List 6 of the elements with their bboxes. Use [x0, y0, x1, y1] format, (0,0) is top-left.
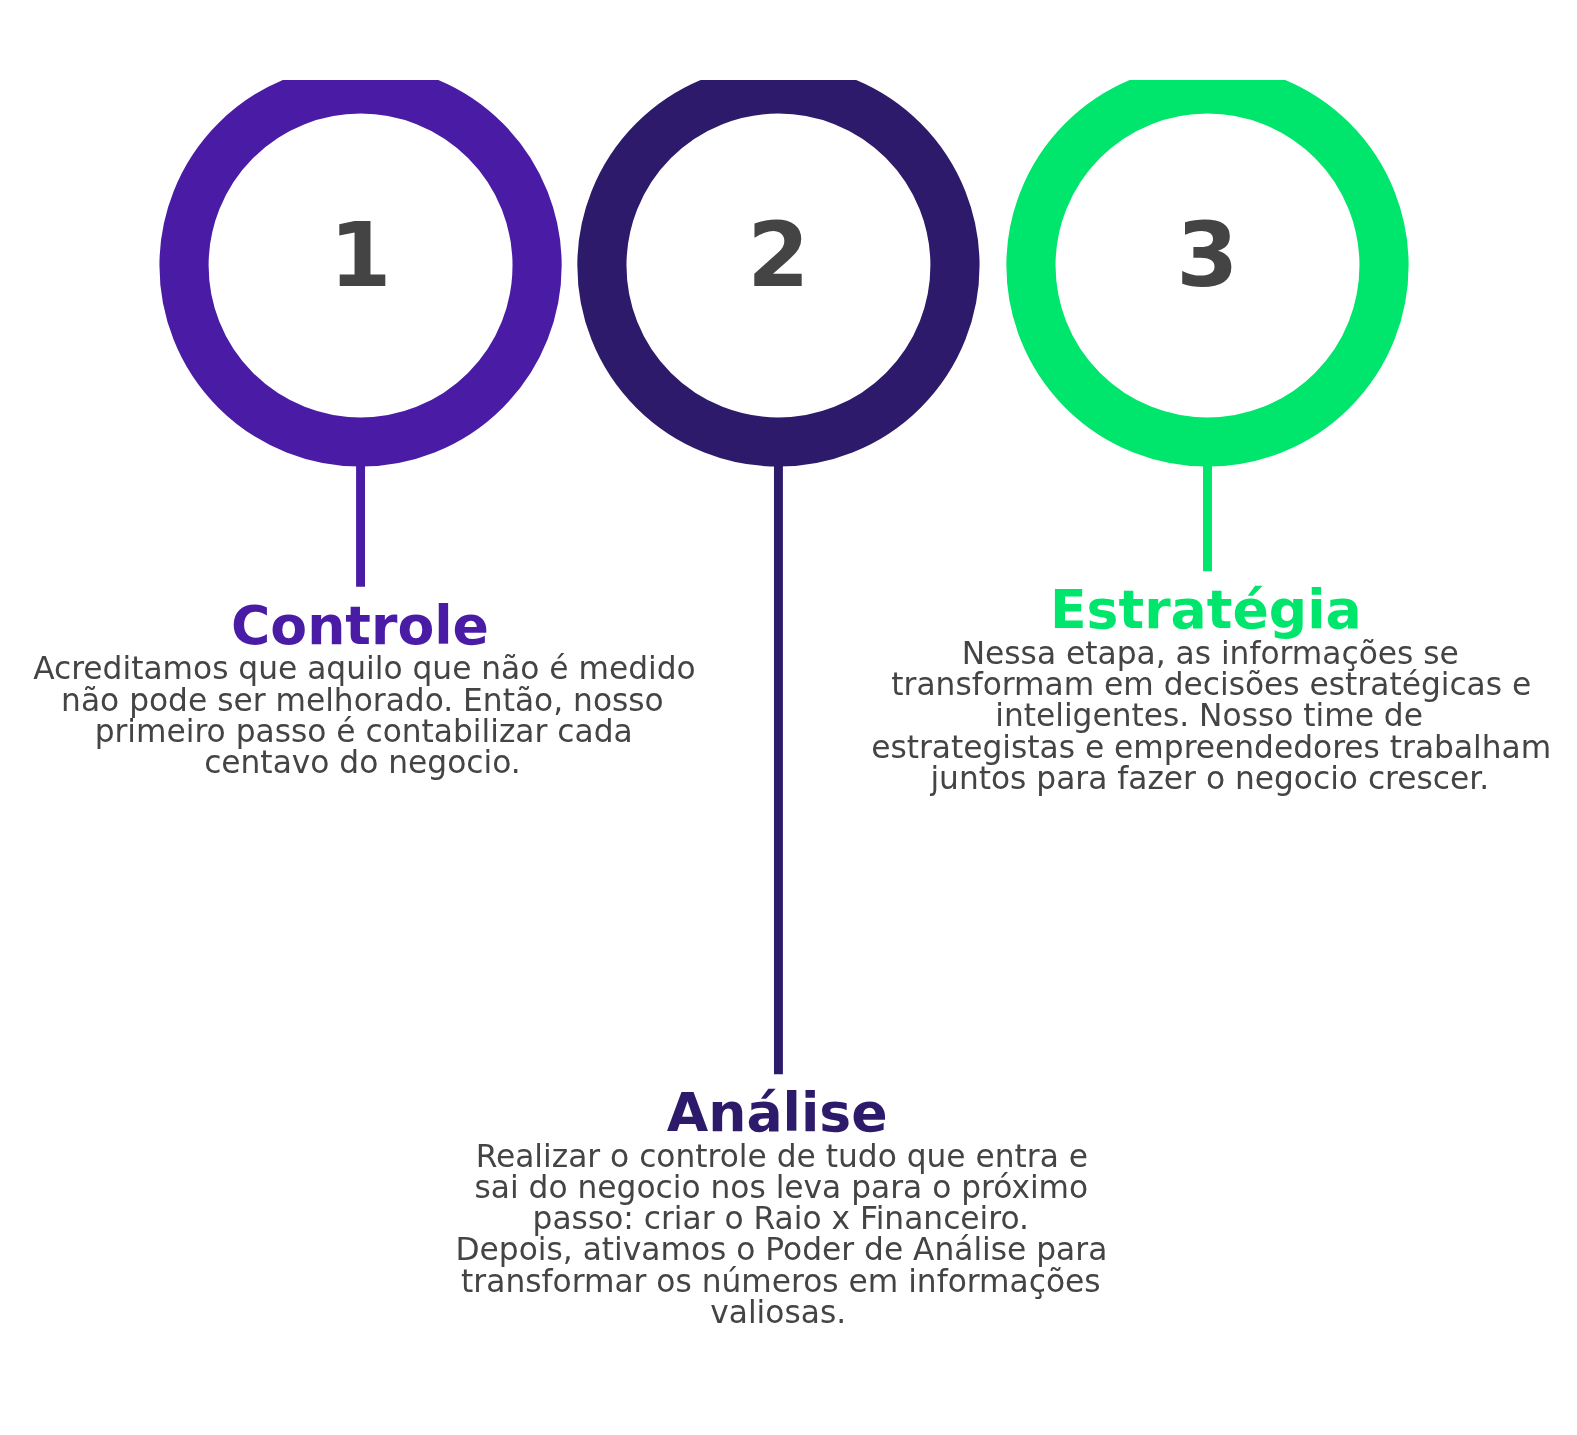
node-text: Estratégia Nessa etapa, as informações se transformam em decisões estratégicas e inteligentes. Nosso time de estrategistas e empreendedores trabalham juntos para fazer o negocio crescer. — [871, 577, 1552, 796]
node-text: Análise Realizar o controle de tudo que entra e sai do negocio nos leva para o próximo passo: criar o Raio x Financeiro. Depois, ativamos o Poder de Análise para transformar os números em informações valiosas. — [455, 1080, 1108, 1330]
node-text: Controle Acreditamos que aquilo que não é medido não pode ser melhorado. Então, nosso primeiro passo é contabilizar cada centavo do negocio. — [33, 593, 696, 780]
node-circle: 3 — [1006, 79, 1409, 467]
node-circle: 2 — [577, 79, 980, 467]
node-circle: 1 — [159, 79, 562, 467]
